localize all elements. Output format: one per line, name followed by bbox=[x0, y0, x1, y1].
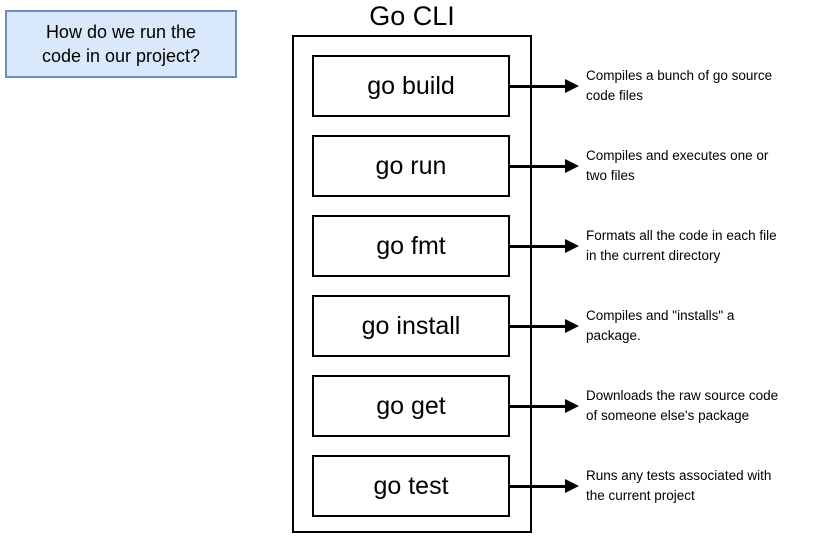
arrow-head-icon bbox=[565, 159, 579, 173]
command-box-go-run: go run bbox=[312, 135, 510, 197]
arrow-shaft bbox=[510, 485, 567, 488]
arrow-shaft bbox=[510, 405, 567, 408]
arrow-shaft bbox=[510, 245, 567, 248]
command-box-go-fmt: go fmt bbox=[312, 215, 510, 277]
go-cli-container-box bbox=[292, 35, 532, 533]
arrow-shaft bbox=[510, 165, 567, 168]
description-go-run: Compiles and executes one or two files bbox=[586, 148, 769, 183]
diagram-title: Go CLI bbox=[369, 1, 455, 31]
command-box-go-test: go test bbox=[312, 455, 510, 517]
description-go-fmt: Formats all the code in each file in the… bbox=[586, 228, 777, 263]
arrow-head-icon bbox=[565, 79, 579, 93]
arrow-head-icon bbox=[565, 399, 579, 413]
description-go-test: Runs any tests associated with the curre… bbox=[586, 468, 772, 503]
arrow-head-icon bbox=[565, 479, 579, 493]
command-box-go-get: go get bbox=[312, 375, 510, 437]
arrow-head-icon bbox=[565, 239, 579, 253]
description-go-install: Compiles and "installs" a package. bbox=[586, 308, 735, 343]
command-box-go-build: go build bbox=[312, 55, 510, 117]
arrow-shaft bbox=[510, 325, 567, 328]
arrow-shaft bbox=[510, 85, 567, 88]
description-go-get: Downloads the raw source code of someone… bbox=[586, 388, 779, 423]
arrow-head-icon bbox=[565, 319, 579, 333]
command-box-go-install: go install bbox=[312, 295, 510, 357]
question-note: How do we run the code in our project? bbox=[5, 10, 237, 78]
description-go-build: Compiles a bunch of go source code files bbox=[586, 68, 773, 103]
